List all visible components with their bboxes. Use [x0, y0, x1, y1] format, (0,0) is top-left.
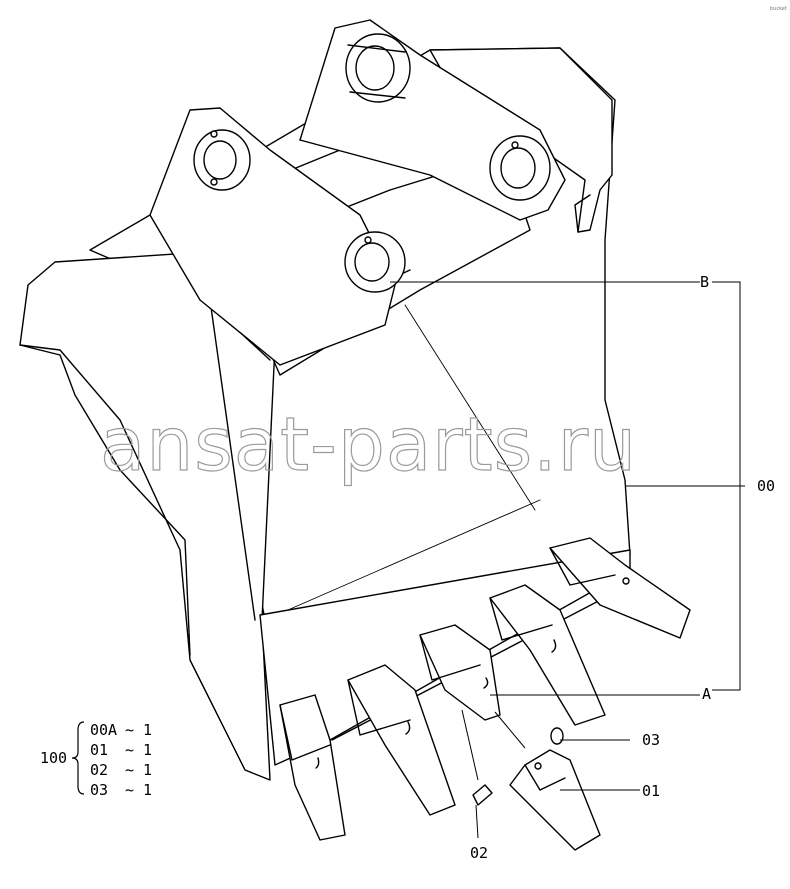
lower-right-boss	[489, 135, 551, 201]
parts-row-qty: ~ 1	[125, 721, 152, 739]
watermark: ansat-parts.ru	[100, 402, 637, 488]
lower-left-boss	[344, 231, 406, 293]
corner-mark: bucket	[770, 6, 787, 12]
loose-tooth-01	[509, 749, 601, 851]
tooth-4	[489, 584, 606, 726]
upper-right-boss	[345, 33, 411, 103]
upper-left-boss	[193, 129, 251, 191]
callout-02: 02	[470, 844, 488, 862]
lock-03	[550, 727, 564, 745]
parts-row-code: 00A	[90, 721, 117, 739]
parts-row-code: 01	[90, 741, 108, 759]
parts-row-qty: ~ 1	[125, 781, 152, 799]
tooth-5	[549, 537, 691, 639]
tooth-1	[279, 694, 346, 841]
tooth-2	[347, 664, 456, 816]
parts-row-qty: ~ 1	[125, 761, 152, 779]
parts-list-brace	[71, 721, 85, 795]
callout-03: 03	[642, 731, 660, 749]
bucket-drawing	[19, 19, 691, 851]
callout-01: 01	[642, 782, 660, 800]
assembly-number: 100	[40, 749, 67, 767]
pin-02	[472, 784, 493, 806]
parts-row-qty: ~ 1	[125, 741, 152, 759]
tooth-3	[419, 624, 501, 721]
callout-b: B	[700, 273, 709, 291]
parts-row-code: 02	[90, 761, 108, 779]
parts-list: 100 00A ~ 1 01 ~ 1 02 ~ 1 03 ~ 1	[40, 721, 152, 799]
parts-row-code: 03	[90, 781, 108, 799]
callout-00: 00	[757, 477, 775, 495]
callout-a: A	[702, 685, 711, 703]
leader-lines	[390, 281, 745, 839]
